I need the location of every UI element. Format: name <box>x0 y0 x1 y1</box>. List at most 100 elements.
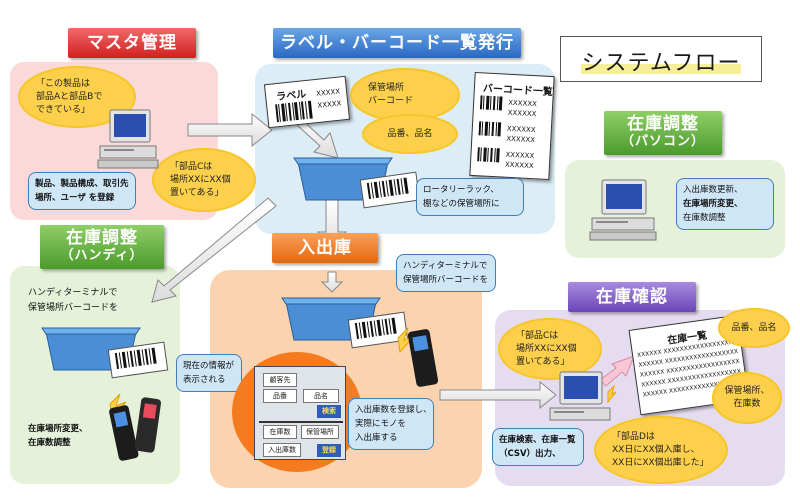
callout-line: 入出庫する <box>355 433 398 443</box>
handy-terminal-icon <box>109 393 162 461</box>
inout-container-icon <box>281 297 409 349</box>
arrow-label-to-box <box>295 117 339 159</box>
cloud-line: 部品Aと部品Bで <box>36 91 103 102</box>
screen-search-button[interactable]: 検索 <box>317 405 341 418</box>
master-callout: 製品、製品構成、取引先 場所、ユーザ を登録 <box>28 172 136 210</box>
section-title-inventory-adjust-handy: 在庫調整 （ハンディ） <box>40 225 164 269</box>
cloud-line: 品番、品名 <box>731 322 777 333</box>
section-title-inout: 入出庫 <box>272 233 378 263</box>
callout-line: 在庫数調整 <box>683 213 726 223</box>
callout-line: 保管場所バーコードを <box>403 275 489 285</box>
cloud-line: 「この製品は <box>36 78 91 89</box>
callout-line: ハンディターミナルで <box>403 261 488 271</box>
screen-register-button[interactable]: 登録 <box>317 444 341 457</box>
list-code: XXXXXX <box>506 134 536 145</box>
master-cloud-location: 「部品Cは 場所XXにXX個 置いてある」 <box>152 148 256 212</box>
callout-line: 場所、ユーザ を登録 <box>35 193 115 203</box>
label-sheet-code: XXXXX <box>317 99 342 110</box>
handy-callout: 在庫場所変更、 在庫数調整 <box>22 418 96 454</box>
screen-field-customer: 顧客先 <box>263 373 297 387</box>
note-line: 保管場所バーコードを <box>28 303 119 313</box>
section-title-label-issue: ラベル・バーコード一覧発行 <box>273 28 521 58</box>
list-code: XXXXXX <box>508 98 538 109</box>
cloud-line: XX日にXX個出庫した」 <box>612 457 709 468</box>
arrow-master-to-label <box>187 112 273 148</box>
title-highlight <box>581 64 741 74</box>
cloud-line: 保管場所 <box>368 83 405 93</box>
inout-terminal-icon <box>397 327 439 387</box>
section-title-master: マスタ管理 <box>68 28 196 58</box>
list-code: XXXXXX <box>507 108 537 119</box>
callout-line: 在庫検索、在庫一覧 <box>499 435 576 445</box>
arrow-pc-to-sheet <box>599 355 635 387</box>
callout-line: 製品、製品構成、取引先 <box>35 179 129 189</box>
check-cloud-partno: 品番、品名 <box>718 308 790 348</box>
list-code: XXXXXX <box>505 150 535 161</box>
callout-line: 在庫数調整 <box>28 438 71 448</box>
section-title-inventory-check: 在庫確認 <box>568 282 696 312</box>
callout-line: 実際にモノを <box>355 419 407 429</box>
screen-field-location: 保管場所 <box>301 425 339 439</box>
section-title-text: 在庫調整 <box>627 114 699 134</box>
check-cloud-stock: 保管場所、 在庫数 <box>712 372 782 424</box>
cloud-line: 置いてある」 <box>170 187 224 198</box>
inout-callout-register: 入出庫数を登録し、 実際にモノを 入出庫する <box>348 398 434 450</box>
check-computer-icon <box>549 371 617 421</box>
handy-container-icon <box>41 327 169 379</box>
cloud-line: 「部品Dは <box>612 431 655 442</box>
callout-line: （CSV）出力、 <box>499 449 561 459</box>
list-code: XXXXXX <box>504 160 534 171</box>
cloud-line: 在庫数 <box>733 399 761 409</box>
cloud-line: XX日にXX個入庫し、 <box>612 444 700 455</box>
barcode-icon <box>275 100 313 123</box>
callout-line: 棚などの保管場所に <box>423 199 500 209</box>
section-title-text: 在庫調整 <box>66 228 138 248</box>
system-flow-title: システムフロー <box>581 51 741 76</box>
screen-divider <box>259 421 343 423</box>
arrow-inout-down <box>320 271 344 293</box>
check-cloud-history: 「部品Dは XX日にXX個入庫し、 XX日にXX個出庫した」 <box>594 416 728 484</box>
section-title-inventory-adjust-pc: 在庫調整 （パソコン） <box>604 111 722 155</box>
callout-line: 表示される <box>183 375 226 385</box>
list-code: XXXXXX <box>506 124 536 135</box>
section-subtitle: （ハンディ） <box>60 248 144 263</box>
arrow-inout-to-check <box>439 380 557 410</box>
label-callout-location: ロータリーラック、 棚などの保管場所に <box>416 178 524 216</box>
cloud-line: バーコード <box>368 96 414 106</box>
callout-line: 在庫場所変更、 <box>28 424 88 434</box>
note-line: ハンディターミナルで <box>28 288 118 298</box>
callout-line: 入出庫数更新、 <box>683 185 743 195</box>
cloud-line: 場所XXにXX個 <box>516 343 577 354</box>
barcode-list-sheet: バーコード一覧 XXXXXX XXXXXX XXXXXX XXXXXX XXXX… <box>469 71 555 181</box>
cloud-line: 「部品Cは <box>516 330 559 341</box>
arrow-box-to-handy <box>151 197 277 303</box>
inout-callout-scan: ハンディターミナルで 保管場所バーコードを <box>396 254 496 292</box>
screen-field-partno: 品番 <box>263 389 297 403</box>
check-cloud-location: 「部品Cは 場所XXにXX個 置いてある」 <box>498 318 602 380</box>
storage-container-icon <box>293 157 421 209</box>
label-cloud-partno: 品番、品名 <box>362 114 458 154</box>
pc-callout: 入出庫数更新、 在庫場所変更、 在庫数調整 <box>676 178 774 230</box>
handy-screen: 顧客先 品番 品名 検索 在庫数 保管場所 入出庫数 登録 <box>254 366 346 460</box>
section-subtitle: （パソコン） <box>620 134 705 149</box>
barcode-list-icon <box>477 95 503 163</box>
cloud-line: 置いてある」 <box>516 356 570 367</box>
cloud-line: できている」 <box>36 104 91 115</box>
callout-line: 現在の情報が <box>183 361 235 371</box>
pc-computer-icon <box>589 179 657 241</box>
label-sheet-code: XXXXX <box>315 87 341 98</box>
inout-callout-info: 現在の情報が 表示される <box>176 354 242 392</box>
label-sheet: ラベル XXXXX XXXXX <box>263 75 351 129</box>
label-cloud-location-barcode: 保管場所 バーコード <box>350 68 460 122</box>
screen-field-stock: 在庫数 <box>263 425 297 439</box>
master-computer-icon <box>97 109 159 169</box>
screen-field-inout-qty: 入出庫数 <box>263 443 301 457</box>
handy-note: ハンディターミナルで 保管場所バーコードを <box>20 282 130 320</box>
cloud-line: 保管場所、 <box>724 386 770 396</box>
check-callout: 在庫検索、在庫一覧 （CSV）出力、 <box>492 428 584 466</box>
callout-line: 入出庫数を登録し、 <box>355 405 432 415</box>
cloud-line: 品番、品名 <box>387 128 433 139</box>
callout-line: ロータリーラック、 <box>423 185 499 195</box>
screen-field-partname: 品名 <box>303 389 339 403</box>
callout-line: 在庫場所変更、 <box>683 199 743 209</box>
